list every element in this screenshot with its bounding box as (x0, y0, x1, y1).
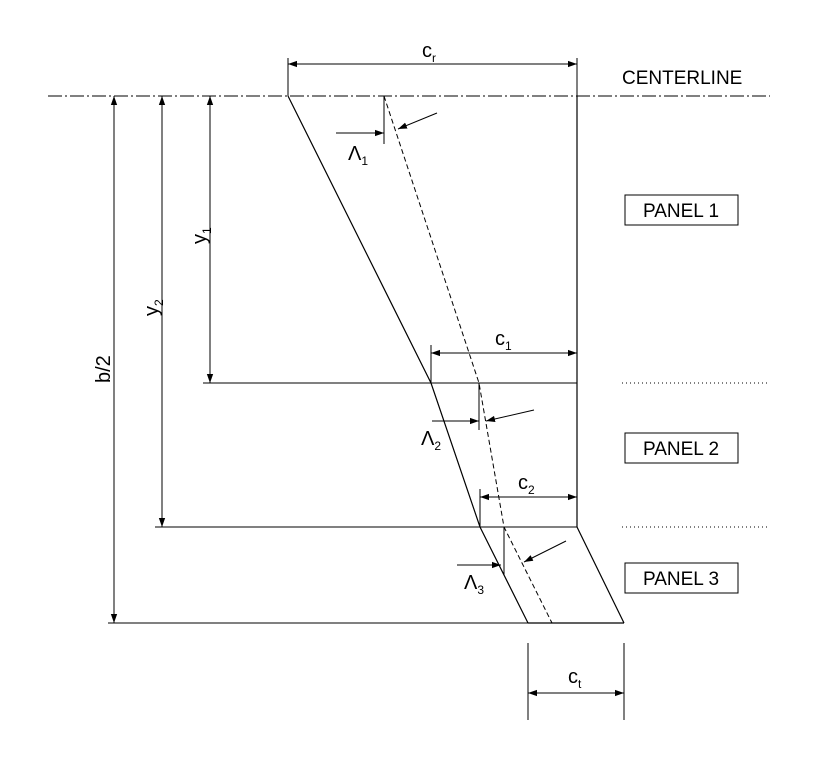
quarter-chord-line (383, 95, 553, 624)
sweep-indicator-1 (336, 96, 438, 144)
root-chord-dimension (287, 58, 578, 96)
root-chord-label: cr (422, 40, 436, 65)
sweep-indicator-2 (432, 383, 535, 430)
y2-label: y2 (141, 299, 166, 316)
tip-chord-label: ct (568, 666, 582, 691)
lambda2-label: Λ2 (421, 428, 441, 453)
panel-3-label: PANEL 3 (643, 569, 719, 590)
panel-1-box: PANEL 1 (624, 194, 739, 226)
c2-dimension (479, 489, 577, 527)
y1-label: y1 (189, 227, 214, 244)
panel-2-label: PANEL 2 (643, 439, 719, 460)
semispan-label: b/2 (93, 355, 115, 383)
sweep-indicator-3 (457, 527, 567, 575)
tip-chord-dimension (527, 643, 625, 720)
c1-dimension (430, 345, 577, 383)
centerline-label: CENTERLINE (622, 68, 742, 89)
c2-label: c2 (518, 472, 535, 497)
lambda3-label: Λ3 (464, 572, 484, 597)
wing-outline (287, 95, 625, 624)
lambda1-label: Λ1 (348, 143, 368, 168)
panel-3-box: PANEL 3 (624, 562, 739, 594)
panel-1-label: PANEL 1 (643, 201, 719, 222)
panel-2-box: PANEL 2 (624, 432, 739, 464)
c1-label: c1 (495, 328, 512, 353)
